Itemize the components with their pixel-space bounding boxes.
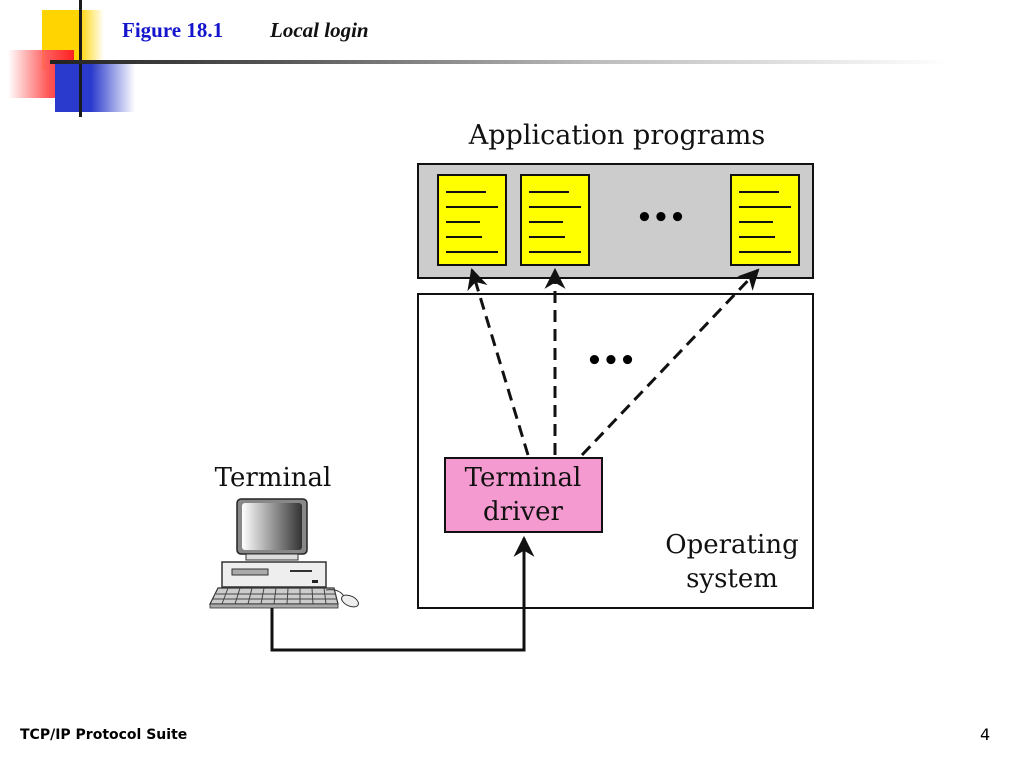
program-1 — [437, 174, 507, 266]
terminal-label: Terminal — [215, 463, 332, 493]
driver-label-line2: driver — [483, 497, 563, 527]
terminal-driver-box — [444, 457, 603, 533]
figure-title: Local login — [270, 18, 369, 42]
operating-system-box — [417, 293, 814, 609]
programs-ellipsis: ••• — [636, 203, 686, 233]
decor-blue-square — [55, 62, 135, 112]
page-number: 4 — [980, 725, 991, 744]
app-programs-label: Application programs — [468, 120, 765, 151]
dashed-arrow-to-program-n — [580, 268, 760, 457]
dashed-arrow-to-program-1 — [467, 267, 530, 456]
terminal-computer-icon — [209, 498, 359, 609]
figure-number: Figure 18.1 — [122, 18, 224, 42]
os-label-line2: system — [686, 564, 778, 594]
os-label-line1: Operating — [665, 530, 798, 560]
decor-vertical-line — [79, 0, 82, 117]
arrows-ellipsis: ••• — [586, 346, 636, 376]
footer-text: TCP/IP Protocol Suite — [20, 727, 188, 743]
decor-title-underline — [50, 60, 950, 64]
program-n — [730, 174, 800, 266]
driver-label-line1: Terminal — [465, 463, 582, 493]
terminal-to-driver-connection — [270, 535, 535, 652]
program-2 — [520, 174, 590, 266]
